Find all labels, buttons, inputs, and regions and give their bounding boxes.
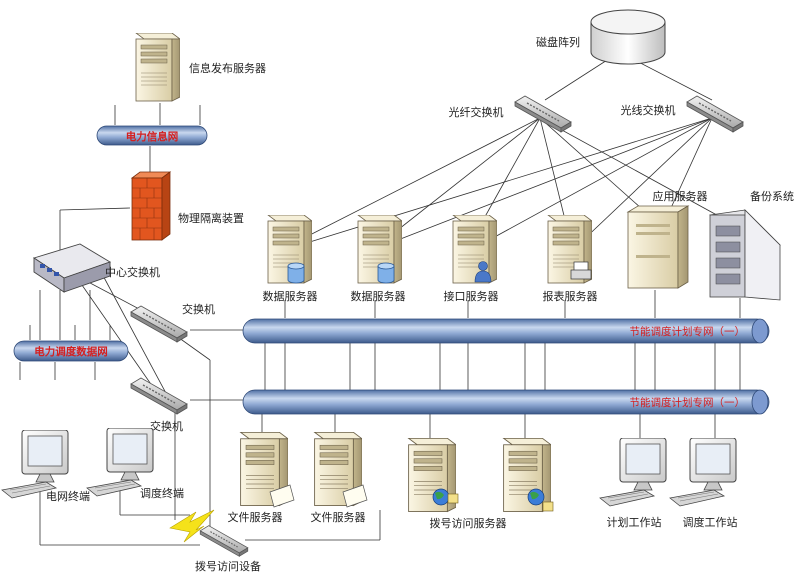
isolation-device: 物理隔离装置 — [130, 171, 244, 241]
energy-dispatch-bus-1-label: 节能调度计划专网（一） — [630, 325, 746, 338]
plan-workstation-label: 计划工作站 — [607, 515, 662, 529]
desktop-terminal-icon — [599, 438, 667, 507]
isolation-label: 物理隔离装置 — [178, 211, 244, 225]
dial-server-2 — [503, 438, 554, 512]
core-switch-label: 中心交换机 — [105, 265, 160, 279]
server-tower-icon — [135, 33, 180, 102]
network-switch-icon — [130, 377, 188, 415]
desktop-terminal-icon — [1, 430, 69, 499]
optic-switch: 光线交换机 — [621, 95, 744, 133]
database-icon — [377, 262, 395, 284]
dispatch-net-bus: 电力调度数据网 — [13, 340, 129, 362]
document-icon — [269, 484, 295, 508]
disk-array-label: 磁盘阵列 — [536, 35, 580, 49]
user-icon — [474, 261, 492, 283]
data-server-1-label: 数据服务器 — [263, 289, 318, 303]
interface-server: 接口服务器 — [444, 215, 499, 303]
file-server-2: 文件服务器 — [311, 432, 368, 524]
energy-dispatch-bus-2: 节能调度计划专网（一） — [242, 389, 770, 415]
dispatch-workstation-label: 调度工作站 — [683, 515, 738, 529]
data-server-2-label: 数据服务器 — [351, 289, 406, 303]
dispatch-terminal: 调度终端 — [86, 428, 184, 500]
network-switch-icon — [32, 243, 112, 293]
globe-icon — [527, 488, 554, 512]
energy-dispatch-bus-2-label: 节能调度计划专网（一） — [630, 396, 746, 409]
dispatch-workstation: 调度工作站 — [669, 438, 738, 529]
firewall-icon — [130, 171, 172, 241]
optic-switch-label: 光线交换机 — [621, 103, 676, 117]
server-tower-icon — [452, 215, 497, 284]
core-switch: 中心交换机 — [32, 243, 160, 293]
switch-upper-label: 交换机 — [182, 302, 215, 316]
fiber-switch: 光纤交换机 — [449, 95, 572, 133]
switch-lower: 交换机 — [130, 377, 188, 433]
app-server-label: 应用服务器 — [653, 189, 708, 203]
disk-array: 磁盘阵列 — [536, 9, 666, 65]
report-server: 报表服务器 — [543, 215, 598, 303]
server-tower-icon — [626, 205, 690, 289]
dial-device-label: 拨号访问设备 — [195, 559, 261, 573]
switch-upper: 交换机 — [130, 302, 215, 343]
printer-icon — [570, 261, 592, 280]
switch-lower-label: 交换机 — [150, 419, 183, 433]
lightning-icon — [169, 509, 215, 543]
fiber-switch-label: 光纤交换机 — [449, 105, 504, 119]
backup-label: 备份系统 — [750, 189, 794, 203]
grid-terminal: 电网终端 — [1, 430, 90, 503]
dispatch-terminal-label: 调度终端 — [140, 486, 184, 500]
info-server: 信息发布服务器 — [135, 33, 266, 102]
dial-server-label: 拨号访问服务器 — [430, 516, 507, 530]
data-server-2: 数据服务器 — [351, 215, 406, 303]
server-tower-icon — [503, 438, 551, 512]
report-server-label: 报表服务器 — [543, 289, 598, 303]
power-info-net-bus: 电力信息网 — [96, 125, 208, 146]
dispatch-net-label: 电力调度数据网 — [34, 345, 108, 358]
plan-workstation: 计划工作站 — [599, 438, 667, 529]
file-server-2-label: 文件服务器 — [311, 510, 366, 524]
backup-rack-icon — [709, 209, 781, 301]
desktop-terminal-icon — [669, 438, 737, 507]
backup-system: 备份系统 — [709, 189, 794, 301]
grid-terminal-label: 电网终端 — [46, 489, 90, 503]
disk-array-icon — [590, 9, 666, 65]
info-server-label: 信息发布服务器 — [189, 61, 266, 75]
file-server-1: 文件服务器 — [228, 432, 295, 524]
desktop-terminal-icon — [86, 428, 154, 497]
energy-dispatch-bus-1: 节能调度计划专网（一） — [242, 318, 770, 344]
document-icon — [342, 484, 368, 508]
data-server-1: 数据服务器 — [263, 215, 318, 303]
dial-server-1 — [408, 438, 459, 512]
app-server: 应用服务器 — [626, 189, 708, 289]
globe-icon — [432, 488, 459, 506]
dial-device: 拨号访问设备 — [169, 509, 261, 573]
power-info-net-label: 电力信息网 — [126, 130, 179, 143]
network-switch-icon — [130, 305, 188, 343]
network-switch-icon — [686, 95, 744, 133]
network-switch-icon — [199, 525, 249, 557]
file-server-1-label: 文件服务器 — [228, 510, 283, 524]
interface-server-label: 接口服务器 — [444, 290, 499, 303]
database-icon — [287, 262, 305, 284]
